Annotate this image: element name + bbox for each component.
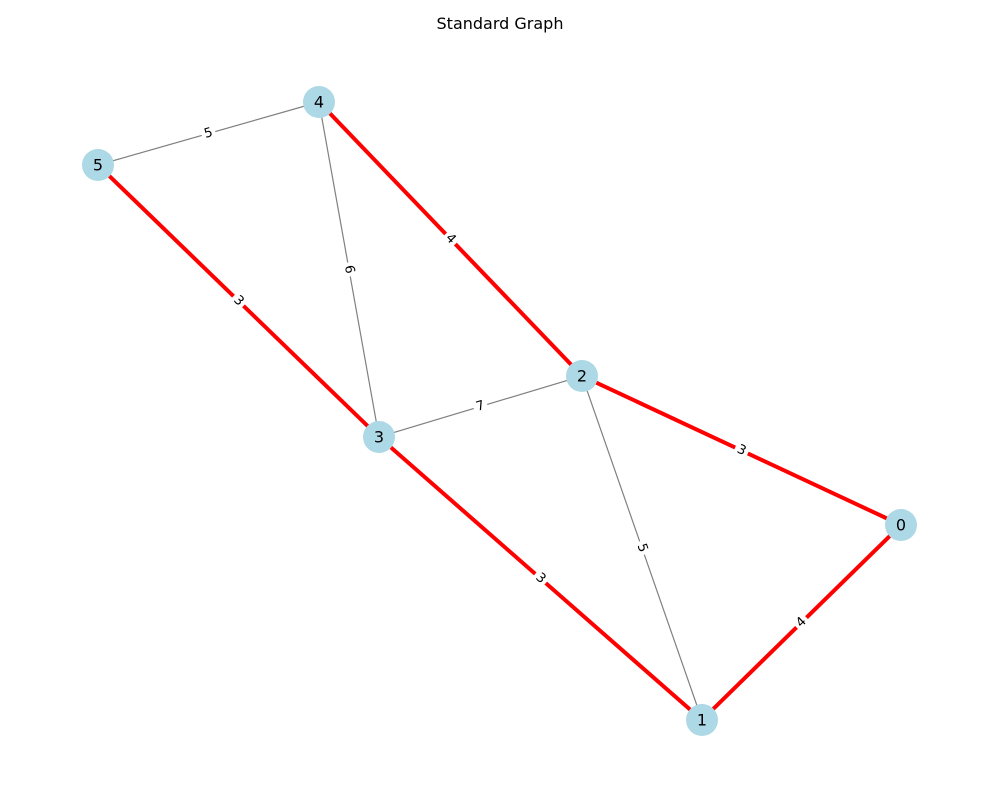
node-circle	[885, 509, 917, 541]
edge-label-background	[228, 291, 249, 311]
node-label: 2	[577, 367, 587, 386]
edge-label-3-1: 3	[530, 568, 551, 589]
node-circle	[363, 421, 395, 453]
node-label: 3	[374, 428, 384, 447]
edge-label-4-2: 4	[440, 229, 461, 249]
edge-label-3-2: 7	[471, 397, 490, 416]
edge-label-background	[791, 612, 812, 633]
node-circle	[82, 149, 114, 181]
node-4: 4	[303, 86, 335, 118]
edge-label-background	[340, 261, 358, 278]
node-circle	[686, 704, 718, 736]
edge-label-background	[530, 568, 551, 589]
node-1: 1	[686, 704, 718, 736]
node-circle	[303, 86, 335, 118]
page-title: Standard Graph	[436, 14, 564, 33]
node-label: 0	[896, 516, 906, 535]
node-5: 5	[82, 149, 114, 181]
edge-label-5-3: 3	[228, 291, 249, 311]
node-3: 3	[363, 421, 395, 453]
edge-weight-label: 7	[474, 398, 486, 415]
edge-label-4-3: 6	[340, 261, 358, 278]
edges-layer	[96, 100, 903, 722]
edge-label-2-1: 5	[632, 539, 652, 557]
node-0: 0	[885, 509, 917, 541]
edge-label-0-1: 4	[791, 612, 812, 633]
edge-weight-label: 6	[341, 264, 357, 275]
node-label: 5	[93, 156, 103, 175]
edge-label-2-0: 3	[732, 440, 751, 461]
edge-label-background	[632, 539, 652, 557]
edge-labels-layer: 5 6 7 5 4 3 3 3 4	[200, 124, 812, 633]
edge-label-background	[200, 124, 217, 143]
node-label: 1	[697, 711, 707, 730]
node-label: 4	[314, 93, 324, 112]
edge-label-5-4: 5	[200, 124, 217, 143]
node-circle	[566, 360, 598, 392]
node-2: 2	[566, 360, 598, 392]
edge-label-background	[732, 440, 751, 461]
edge-label-background	[440, 229, 461, 249]
edge-weight-label: 5	[202, 125, 214, 142]
nodes-layer: 0 1 2 3 4 5	[82, 86, 917, 736]
edge-label-background	[471, 397, 490, 416]
